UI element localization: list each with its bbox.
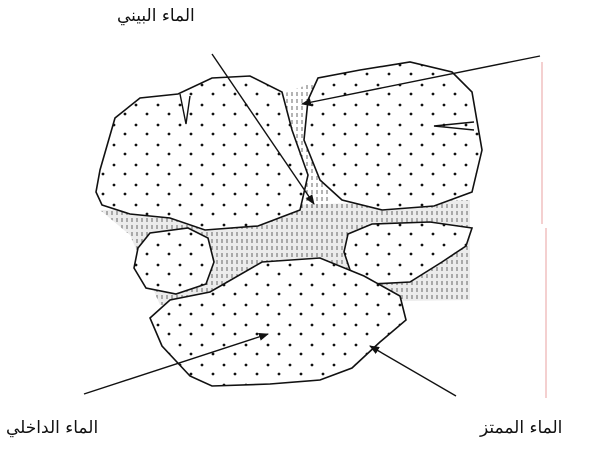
guide-lines xyxy=(542,62,546,398)
adsorbed-water-label: الماء الممتز xyxy=(480,418,562,438)
soil-particle-left xyxy=(134,228,214,294)
internal-water-label: الماء الداخلي xyxy=(6,418,98,438)
soil-particle-top-left xyxy=(96,76,308,230)
soil-particle-top-right xyxy=(304,62,482,210)
interstitial-water-label: الماء البيني xyxy=(117,6,195,26)
pointer-adsorbed xyxy=(370,346,456,396)
